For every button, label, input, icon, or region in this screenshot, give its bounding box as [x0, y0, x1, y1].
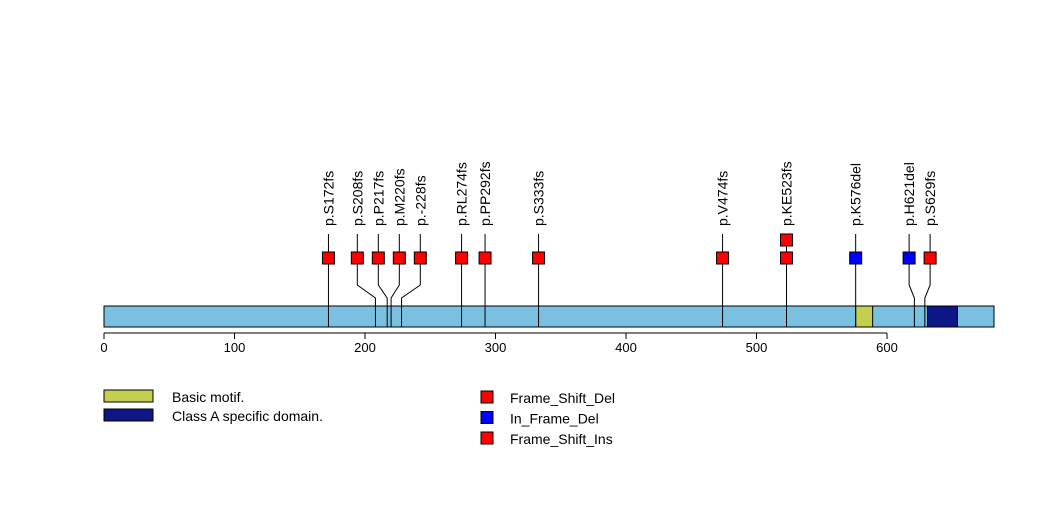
legend-domain-label: Class A specific domain.	[172, 408, 323, 424]
mutation-marker	[780, 251, 794, 265]
mutation-marker	[532, 251, 546, 265]
legend-mutation-swatch	[480, 411, 494, 424]
x-tick-label: 100	[224, 340, 246, 355]
mutation-label: p.S172fs	[320, 171, 336, 226]
x-tick-label: 500	[746, 340, 768, 355]
mutation-label: p.PP292fs	[477, 161, 493, 226]
protein-backbone	[103, 305, 995, 328]
legend-domain-swatch	[103, 408, 154, 422]
domain-class-a-specific-domain	[926, 305, 958, 328]
legend-mutation-swatch	[480, 390, 494, 404]
mutation-marker	[455, 251, 469, 265]
legend-domain-swatch	[103, 389, 154, 403]
mutation-marker	[478, 251, 492, 265]
mutation-marker	[849, 251, 863, 265]
domain-basic-motif	[855, 305, 874, 328]
mutation-marker	[413, 251, 427, 265]
x-tick-label: 300	[485, 340, 507, 355]
domains	[855, 305, 958, 328]
mutation-marker	[321, 251, 335, 265]
mutation-label: p.RL274fs	[454, 162, 470, 226]
legend: Basic motif. Class A specific domain. Fram…	[103, 389, 615, 447]
x-axis: 0 100 200 300 400 500 600	[100, 332, 898, 355]
mutation-label: p.V474fs	[715, 171, 731, 226]
legend-mutation-label: Frame_Shift_Ins	[510, 431, 613, 447]
legend-mutation-label: Frame_Shift_Del	[510, 390, 615, 406]
x-tick-label: 400	[615, 340, 637, 355]
x-tick-label: 600	[876, 340, 898, 355]
markers: p.S172fs p.S208fs p.P217fs p.M220fs p.-228fs…	[320, 161, 938, 265]
mutation-label: p.M220fs	[391, 168, 407, 226]
mutation-marker	[350, 251, 364, 265]
mutation-label: p.P217fs	[370, 171, 386, 226]
mutation-label: p.-228fs	[412, 175, 428, 226]
legend-mutation-label: In_Frame_Del	[510, 411, 599, 427]
x-tick-label: 200	[354, 340, 376, 355]
legend-domain-label: Basic motif.	[172, 389, 244, 405]
mutation-label: p.K576del	[848, 163, 864, 226]
mutation-marker	[392, 251, 406, 265]
mutation-marker	[780, 233, 794, 247]
mutation-label: p.H621del	[901, 162, 917, 226]
x-tick-label: 0	[100, 340, 107, 355]
mutation-label: p.S208fs	[349, 171, 365, 226]
mutation-marker	[371, 251, 385, 265]
mutation-marker	[716, 251, 730, 265]
mutation-label: p.S629fs	[922, 171, 938, 226]
mutation-marker	[923, 251, 937, 265]
mutation-marker	[902, 251, 916, 265]
legend-mutation-swatch	[480, 431, 494, 445]
mutation-label: p.KE523fs	[779, 161, 795, 226]
mutation-label: p.S333fs	[531, 171, 547, 226]
